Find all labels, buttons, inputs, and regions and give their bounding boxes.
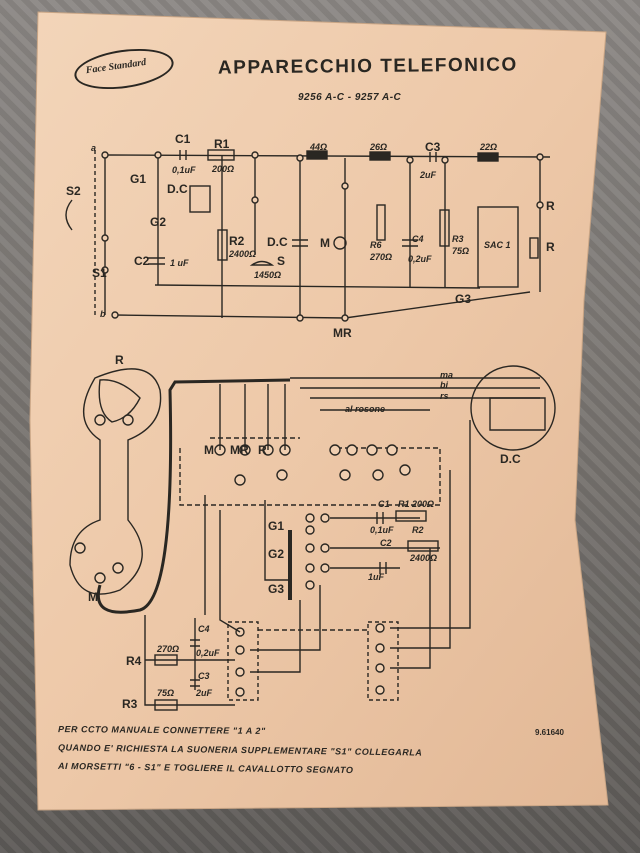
label-a: a <box>91 143 97 153</box>
label-C3: C3 <box>425 140 441 154</box>
label-R44: 44Ω <box>310 142 328 152</box>
label-C4-bottom-value: 0,2uF <box>196 648 220 658</box>
label-M-terminal: M <box>204 443 214 457</box>
label-C3-value: 2uF <box>420 170 437 180</box>
label-varistor-box: SAC 1 <box>484 240 511 250</box>
label-C4-bottom: C4 <box>198 624 210 634</box>
label-handset-R: R <box>115 353 124 367</box>
label-R-terminal: R <box>546 199 555 213</box>
handset-outline <box>69 368 162 595</box>
label-G2: G2 <box>150 215 167 229</box>
label-R1-bottom: R1 200Ω <box>398 499 435 509</box>
reference-number: 9.61640 <box>535 728 564 737</box>
label-DC: D.C <box>167 182 188 196</box>
label-R3-bottom-value: 75Ω <box>157 688 175 698</box>
label-C3-bottom: C3 <box>198 671 210 681</box>
label-G1-bottom: G1 <box>268 519 285 533</box>
label-R3-bottom: R3 <box>122 697 138 711</box>
label-DC-2: D.C <box>267 235 288 249</box>
label-C4: C4 <box>412 234 424 244</box>
label-R4-bottom-value: 270Ω <box>157 644 180 654</box>
label-S: S <box>277 254 286 268</box>
label-R-terminal-bottom: R <box>258 443 267 457</box>
model-numbers: 9256 A-C - 9257 A-C <box>298 92 402 103</box>
label-DC-bottom: D.C <box>500 452 521 466</box>
label-G1: G1 <box>130 172 147 186</box>
label-R1-value: 200Ω <box>212 164 235 174</box>
label-C3-bottom-value: 2uF <box>196 688 213 698</box>
label-R2-bottom-value: 2400Ω <box>410 553 438 563</box>
label-R2: R2 <box>229 234 245 248</box>
label-R2-value: 2400Ω <box>229 249 257 259</box>
label-R22: 22Ω <box>480 142 498 152</box>
label-R6: R6 <box>370 240 382 250</box>
dc-dial-circle <box>470 365 556 451</box>
note-line-1: PER CCTO MANUALE CONNETTERE "1 A 2" <box>57 724 266 736</box>
label-M: M <box>320 236 330 250</box>
label-b: b <box>100 309 106 319</box>
label-C4-value: 0,2uF <box>408 254 432 264</box>
label-C2: C2 <box>134 254 150 268</box>
label-C1-bottom: C1 <box>378 499 390 509</box>
label-bi: bi <box>440 380 448 390</box>
label-MR: MR <box>333 326 352 340</box>
resistor-R1 <box>207 149 235 161</box>
label-R-receiver: R <box>546 240 555 254</box>
label-rs: rs <box>440 391 449 401</box>
label-R3-value: 75Ω <box>452 246 470 256</box>
label-handset-M: M <box>88 590 98 604</box>
label-S-value: 1450Ω <box>254 270 282 280</box>
label-MR-terminal: MR <box>230 443 249 457</box>
label-C2-bottom-value: 1uF <box>368 572 385 582</box>
label-C1-bottom-value: 0,1uF <box>370 525 394 535</box>
label-al-rosone: al rosone <box>345 404 386 414</box>
label-S2: S2 <box>66 184 81 198</box>
label-ma: ma <box>440 370 454 380</box>
label-C2-value: 1 uF <box>170 258 189 268</box>
label-R1: R1 <box>214 137 230 151</box>
label-R26: 26Ω <box>370 142 388 152</box>
label-G3-bottom: G3 <box>268 582 285 596</box>
label-R6-value: 270Ω <box>370 252 393 262</box>
label-R3: R3 <box>452 234 464 244</box>
label-C2-bottom: C2 <box>380 538 392 548</box>
label-R4-bottom: R4 <box>126 654 142 668</box>
label-S1: S1 <box>92 266 107 280</box>
label-C1: C1 <box>175 132 191 146</box>
label-G2-bottom: G2 <box>268 547 285 561</box>
label-C1-value: 0,1uF <box>172 165 196 175</box>
label-G3: G3 <box>455 292 472 306</box>
label-R2-bottom: R2 <box>412 525 424 535</box>
